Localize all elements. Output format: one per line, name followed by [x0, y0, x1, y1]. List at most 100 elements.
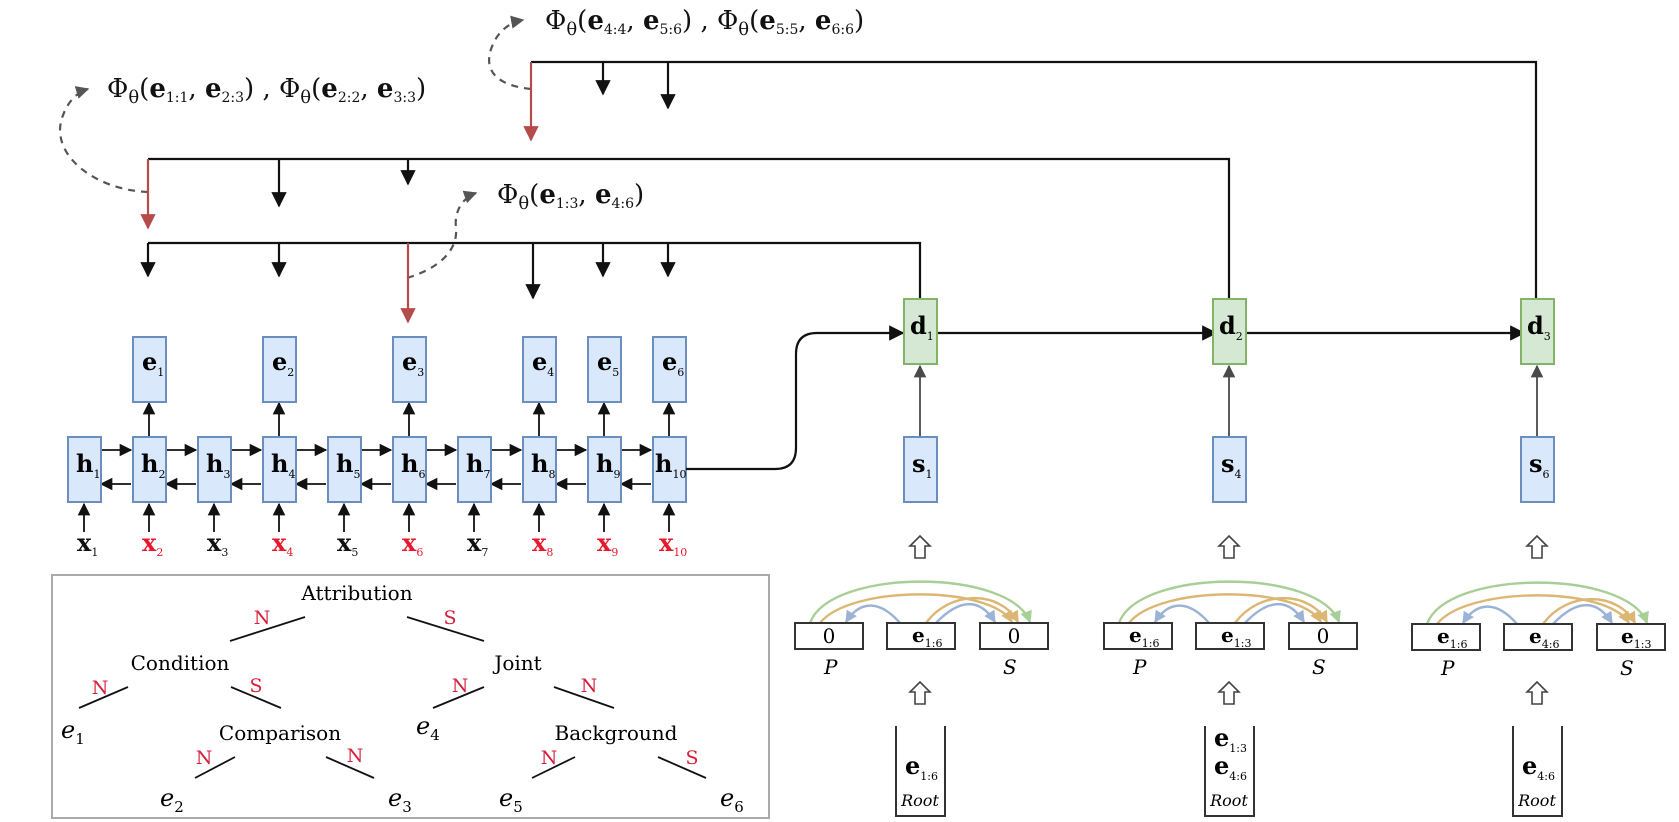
bilstm-arrows [99, 443, 653, 491]
h-node: h2 [132, 436, 167, 503]
svg-text:d3: d3 [1527, 311, 1551, 343]
nuclearity-label: N [196, 747, 213, 769]
edu-arrows [142, 401, 676, 436]
split-cell-p: 0 [823, 624, 836, 648]
tree-node-condition: Condition [131, 651, 230, 675]
d-node: d1 [903, 298, 938, 365]
svg-text:s4: s4 [1221, 449, 1242, 481]
svg-text:h3: h3 [206, 449, 230, 481]
svg-text:e1:6: e1:6 [905, 751, 938, 783]
x-token: x6 [402, 528, 423, 559]
hollow-up-arrow [1525, 534, 1549, 559]
svg-text:h7: h7 [466, 449, 490, 481]
s-node: s4 [1212, 436, 1247, 503]
h-node: h10 [652, 436, 687, 503]
svg-text:s6: s6 [1529, 449, 1550, 481]
nuclearity-label: N [347, 745, 364, 767]
svg-text:e3: e3 [402, 347, 424, 379]
tree-leaf: e4 [416, 712, 440, 744]
nuclearity-label: N [254, 607, 271, 629]
tree-leaf: e1 [61, 716, 85, 748]
x-token: x7 [467, 528, 488, 559]
phi-formula-top-left: Φθ(e1:1, e2:3) , Φθ(e2:2, e3:3) [107, 74, 426, 108]
e-node: e6 [652, 336, 687, 403]
tree-node-background: Background [555, 721, 678, 745]
h-node: h4 [262, 436, 297, 503]
split-label-p: P [823, 655, 838, 679]
split-candidates-2: e1:6 e1:3 0 P S [1103, 580, 1358, 679]
nuclearity-label: S [249, 675, 262, 697]
svg-text:h6: h6 [401, 449, 425, 481]
h-node: h3 [197, 436, 232, 503]
svg-text:e4: e4 [532, 347, 554, 379]
svg-text:e2: e2 [272, 347, 294, 379]
dashed-arrow-middle [406, 190, 478, 280]
svg-text:h4: h4 [271, 449, 295, 481]
x-token: x1 [77, 528, 98, 559]
split-cell-s: 0 [1317, 624, 1330, 648]
hollow-up-arrow [1217, 534, 1241, 559]
stack-1: e1:6 Root [895, 726, 946, 817]
hollow-up-arrow [1217, 680, 1241, 705]
hollow-up-arrow [1525, 680, 1549, 705]
svg-text:Root: Root [900, 791, 939, 810]
svg-text:Root: Root [1517, 791, 1556, 810]
hollow-up-arrow [908, 534, 932, 559]
split-cell-m: e1:3 [1221, 623, 1251, 650]
svg-text:s1: s1 [912, 449, 933, 481]
tree-leaf: e5 [499, 784, 523, 816]
split-candidates-1: 0 e1:6 0 P S [794, 580, 1049, 679]
svg-text:e1:3: e1:3 [1214, 723, 1247, 755]
phi-formula-middle: Φθ(e1:3, e4:6) [497, 180, 644, 214]
dashed-arrow-top-right [488, 15, 532, 91]
h-node: h5 [327, 436, 362, 503]
x-token: x2 [142, 528, 163, 559]
encoder-to-decoder-link [686, 325, 905, 471]
tree-node-attribution: Attribution [300, 581, 412, 605]
x-token: x8 [532, 528, 553, 559]
d-node: d2 [1212, 298, 1247, 365]
e-node: e3 [392, 336, 427, 403]
nuclearity-label: N [541, 747, 558, 769]
svg-text:h9: h9 [596, 449, 620, 481]
svg-text:e5: e5 [597, 347, 619, 379]
svg-text:e6: e6 [662, 347, 684, 379]
e-node: e1 [132, 336, 167, 403]
stack-2: e1:3 e4:6 Root [1204, 723, 1255, 817]
s-node: s1 [903, 436, 938, 503]
tree-panel [51, 574, 770, 819]
d2-pointer-bus [148, 157, 1231, 299]
svg-text:h5: h5 [336, 449, 360, 481]
svg-text:e4:6: e4:6 [1522, 751, 1555, 783]
tree-leaf: e6 [720, 784, 744, 816]
x-token: x3 [207, 528, 228, 559]
svg-text:e4:6: e4:6 [1214, 751, 1247, 783]
nuclearity-label: N [581, 675, 598, 697]
h-node: h8 [522, 436, 557, 503]
svg-text:Root: Root [1209, 791, 1248, 810]
svg-text:d2: d2 [1219, 311, 1243, 343]
tree-leaf: e3 [388, 784, 412, 816]
split-label-s: S [1003, 655, 1017, 679]
x-token: x9 [597, 528, 618, 559]
h-node: h6 [392, 436, 427, 503]
svg-text:h2: h2 [141, 449, 165, 481]
discourse-tree: Attribution N S Condition N S Joint N N … [51, 574, 770, 819]
x-token: x10 [659, 528, 687, 559]
d3-pointer-bus [531, 60, 1538, 299]
tree-leaf: e2 [160, 784, 184, 816]
nuclearity-label: N [92, 677, 109, 699]
h-node: h9 [587, 436, 622, 503]
hollow-up-arrow [908, 680, 932, 705]
svg-text:h8: h8 [531, 449, 555, 481]
split-candidates-3: e1:6 e4:6 e1:3 P S [1411, 581, 1666, 680]
tree-node-comparison: Comparison [219, 721, 341, 745]
svg-text:h1: h1 [76, 449, 100, 481]
split-cell-s: e1:3 [1621, 624, 1651, 651]
split-cell-m: e4:6 [1529, 624, 1559, 651]
nuclearity-label: S [443, 607, 456, 629]
phi-formula-top-right: Φθ(e4:4, e5:6) , Φθ(e5:5, e6:6) [545, 6, 864, 40]
split-cell-p: e1:6 [1129, 623, 1159, 650]
h-node: h7 [457, 436, 492, 503]
